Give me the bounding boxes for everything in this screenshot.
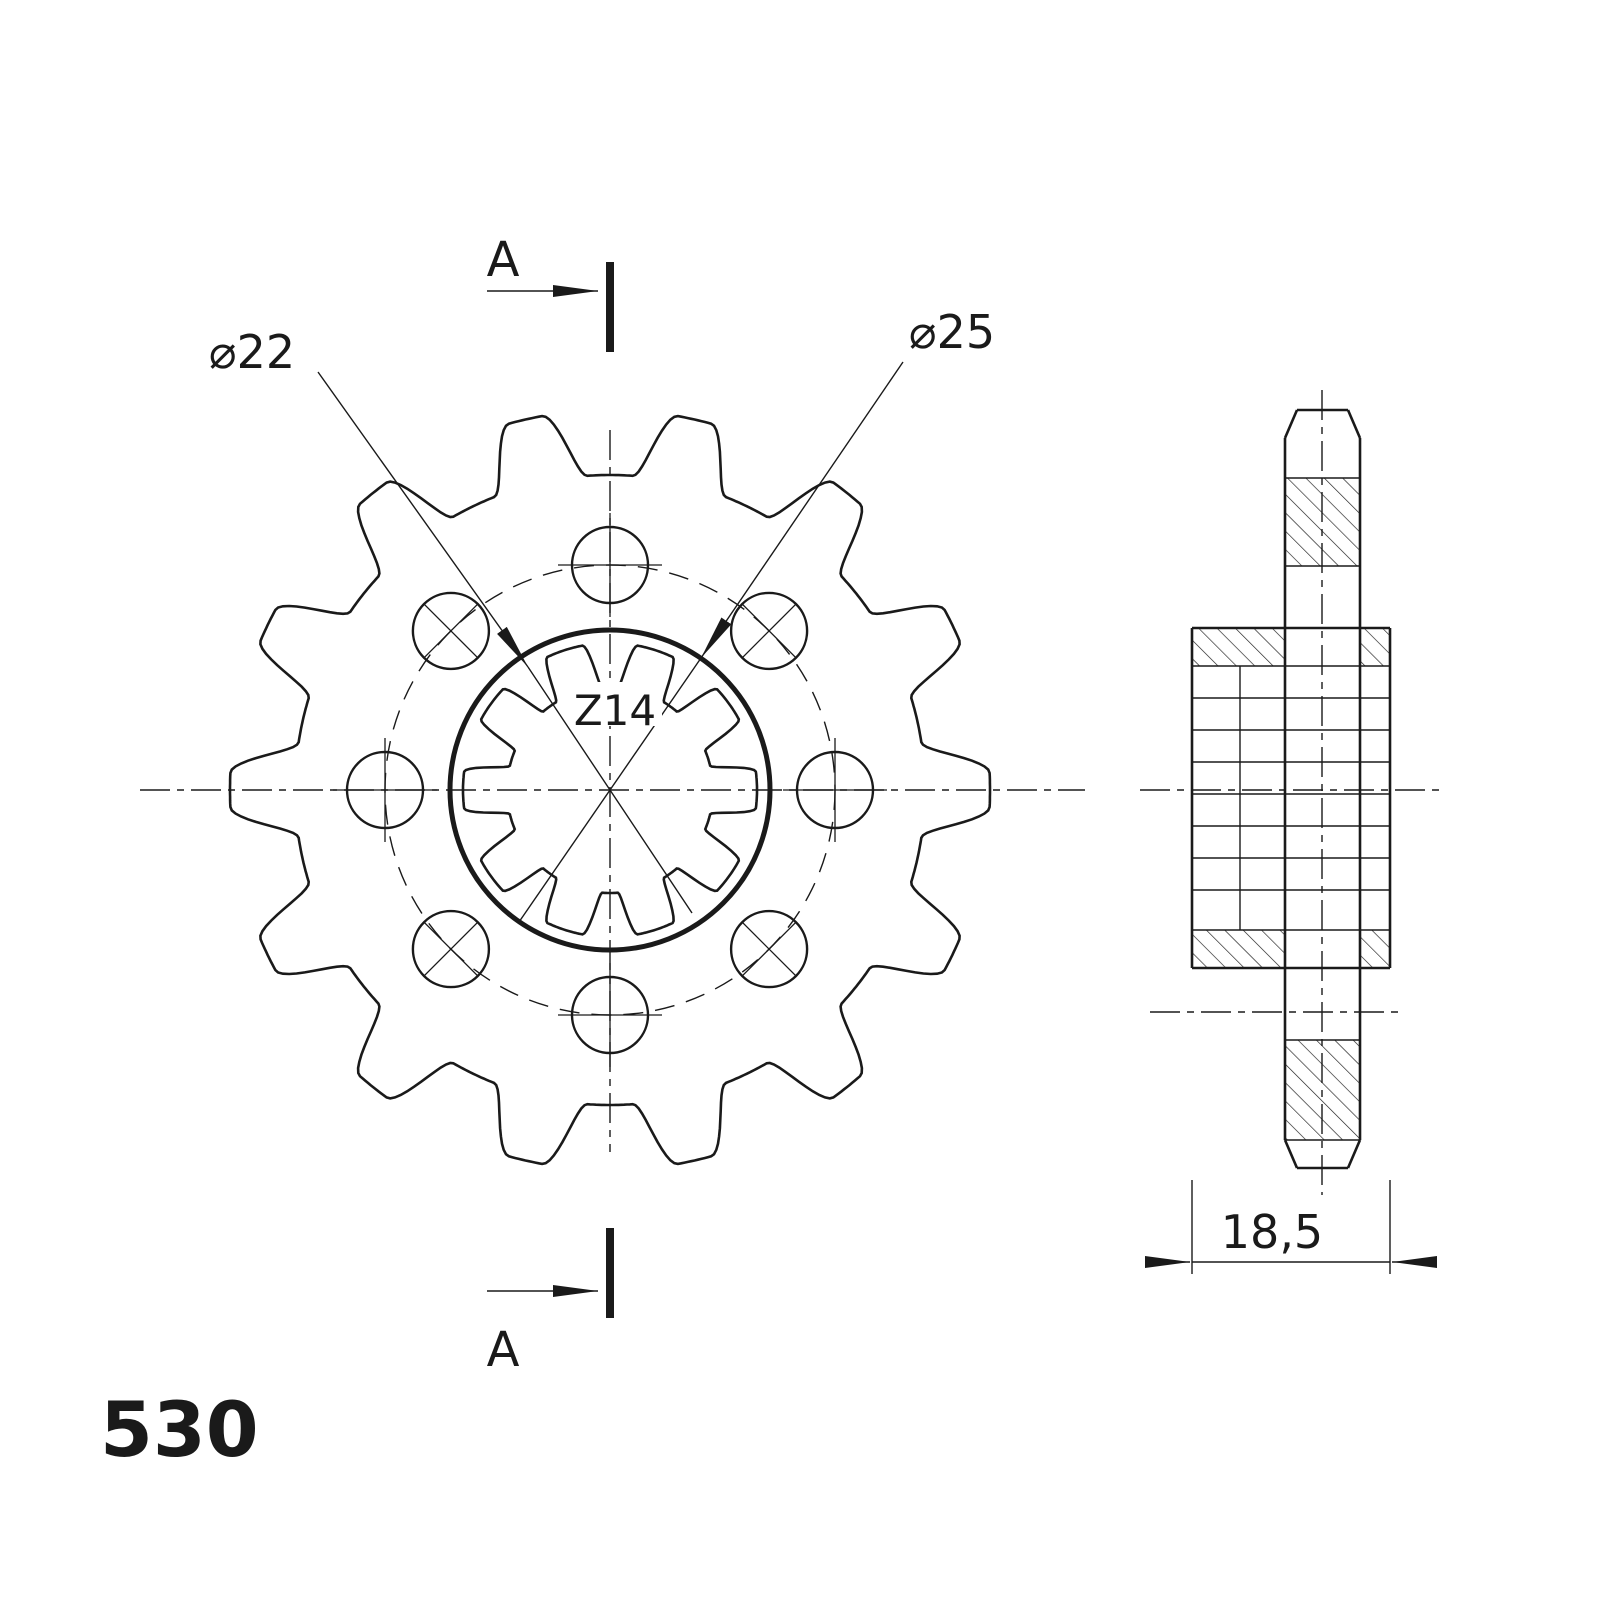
section-label-bottom: A <box>487 1322 520 1378</box>
teeth-count-label: Z14 <box>574 686 656 735</box>
hub-bottom-chamfer-left <box>1283 1139 1299 1169</box>
diameter-22-label: ⌀22 <box>209 325 295 379</box>
teeth-label-mask <box>568 682 662 726</box>
lightening-hole <box>411 591 491 671</box>
chain-size-label: 530 <box>100 1385 259 1474</box>
lightening-hole <box>411 909 491 989</box>
hub-bottom-chamfer-right <box>1346 1139 1362 1169</box>
hole-centermark <box>741 603 797 659</box>
front-view: A A ⌀22 ⌀25 Z14 <box>140 232 1085 1378</box>
hatch-plate-top-right <box>1360 628 1390 666</box>
hole-centermark <box>423 921 479 977</box>
hub-top-chamfer-right <box>1346 409 1362 439</box>
hub-top-chamfer-left <box>1283 409 1299 439</box>
spline-bore-profile <box>461 644 759 936</box>
diameter-25-leader-extension <box>518 657 702 923</box>
side-view: 18,5 <box>1140 390 1445 1274</box>
hatch-plate-top-left <box>1192 628 1285 666</box>
diameter-25-leader <box>700 361 904 659</box>
hatch-plate-bottom-left <box>1192 930 1285 968</box>
lightening-hole <box>729 909 809 989</box>
width-dimension-label: 18,5 <box>1221 1205 1323 1259</box>
hatch-plate-bottom-right <box>1360 930 1390 968</box>
diameter-25-label: ⌀25 <box>909 305 995 359</box>
hole-centermark <box>741 921 797 977</box>
diameter-22-leader <box>317 371 529 668</box>
hole-centermark <box>423 603 479 659</box>
section-label-top: A <box>487 232 520 288</box>
bore-outer-circle <box>447 627 773 953</box>
